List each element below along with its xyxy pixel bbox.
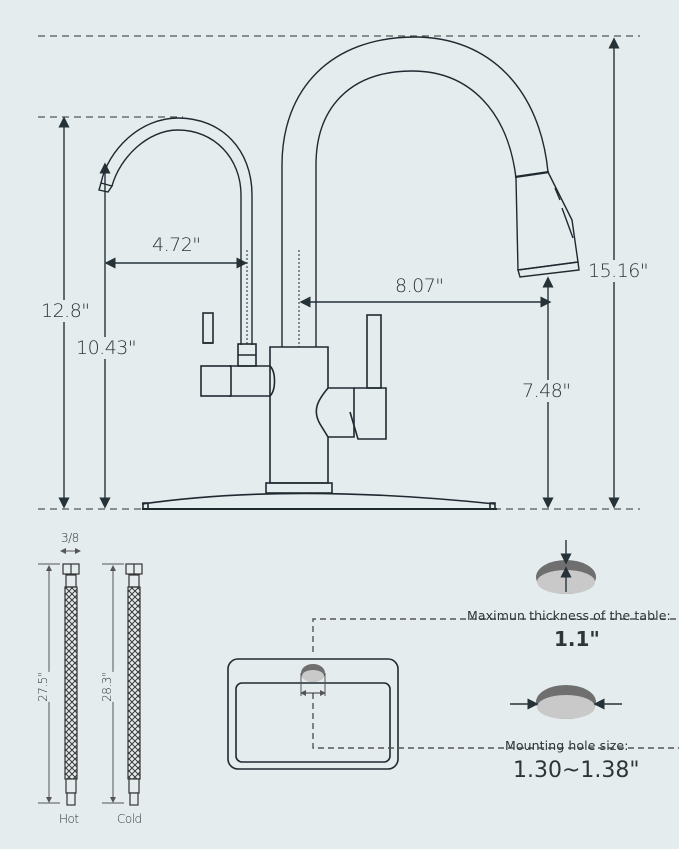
- outlet-height-main-label: 7.48": [522, 380, 571, 402]
- spout-height-small-label: 12.8": [41, 300, 90, 322]
- table-thickness-icon: [536, 540, 596, 594]
- hot-hose-label: Hot: [59, 812, 79, 826]
- hole-size-caption: Mounting hole size:: [505, 738, 629, 753]
- thickness-caption: Maximun thickness of the table:: [467, 608, 671, 623]
- total-height-label: 15.16": [588, 260, 649, 282]
- faucet-body: [141, 312, 497, 510]
- cold-hose: [125, 563, 143, 806]
- outlet-height-small-label: 10.43": [76, 337, 137, 359]
- mounting-hole-icon: [510, 685, 622, 719]
- hole-size-value: 1.30~1.38": [513, 758, 640, 783]
- small-spout: [98, 117, 253, 345]
- dimension-arrows: [58, 37, 620, 509]
- cold-hose-length-label: 28.3": [99, 672, 114, 702]
- fitting-size-label: 3/8: [61, 531, 79, 545]
- hot-hose-length-label: 27.5": [35, 672, 50, 702]
- reach-small-label: 4.72": [152, 234, 201, 256]
- hot-hose: [62, 563, 80, 806]
- reach-main-label: 8.07": [395, 275, 444, 297]
- reference-lines: [38, 35, 640, 510]
- thickness-value: 1.1": [554, 627, 600, 651]
- cold-hose-label: Cold: [117, 812, 142, 826]
- main-spout: [281, 36, 580, 347]
- sink-top-view: [227, 618, 679, 770]
